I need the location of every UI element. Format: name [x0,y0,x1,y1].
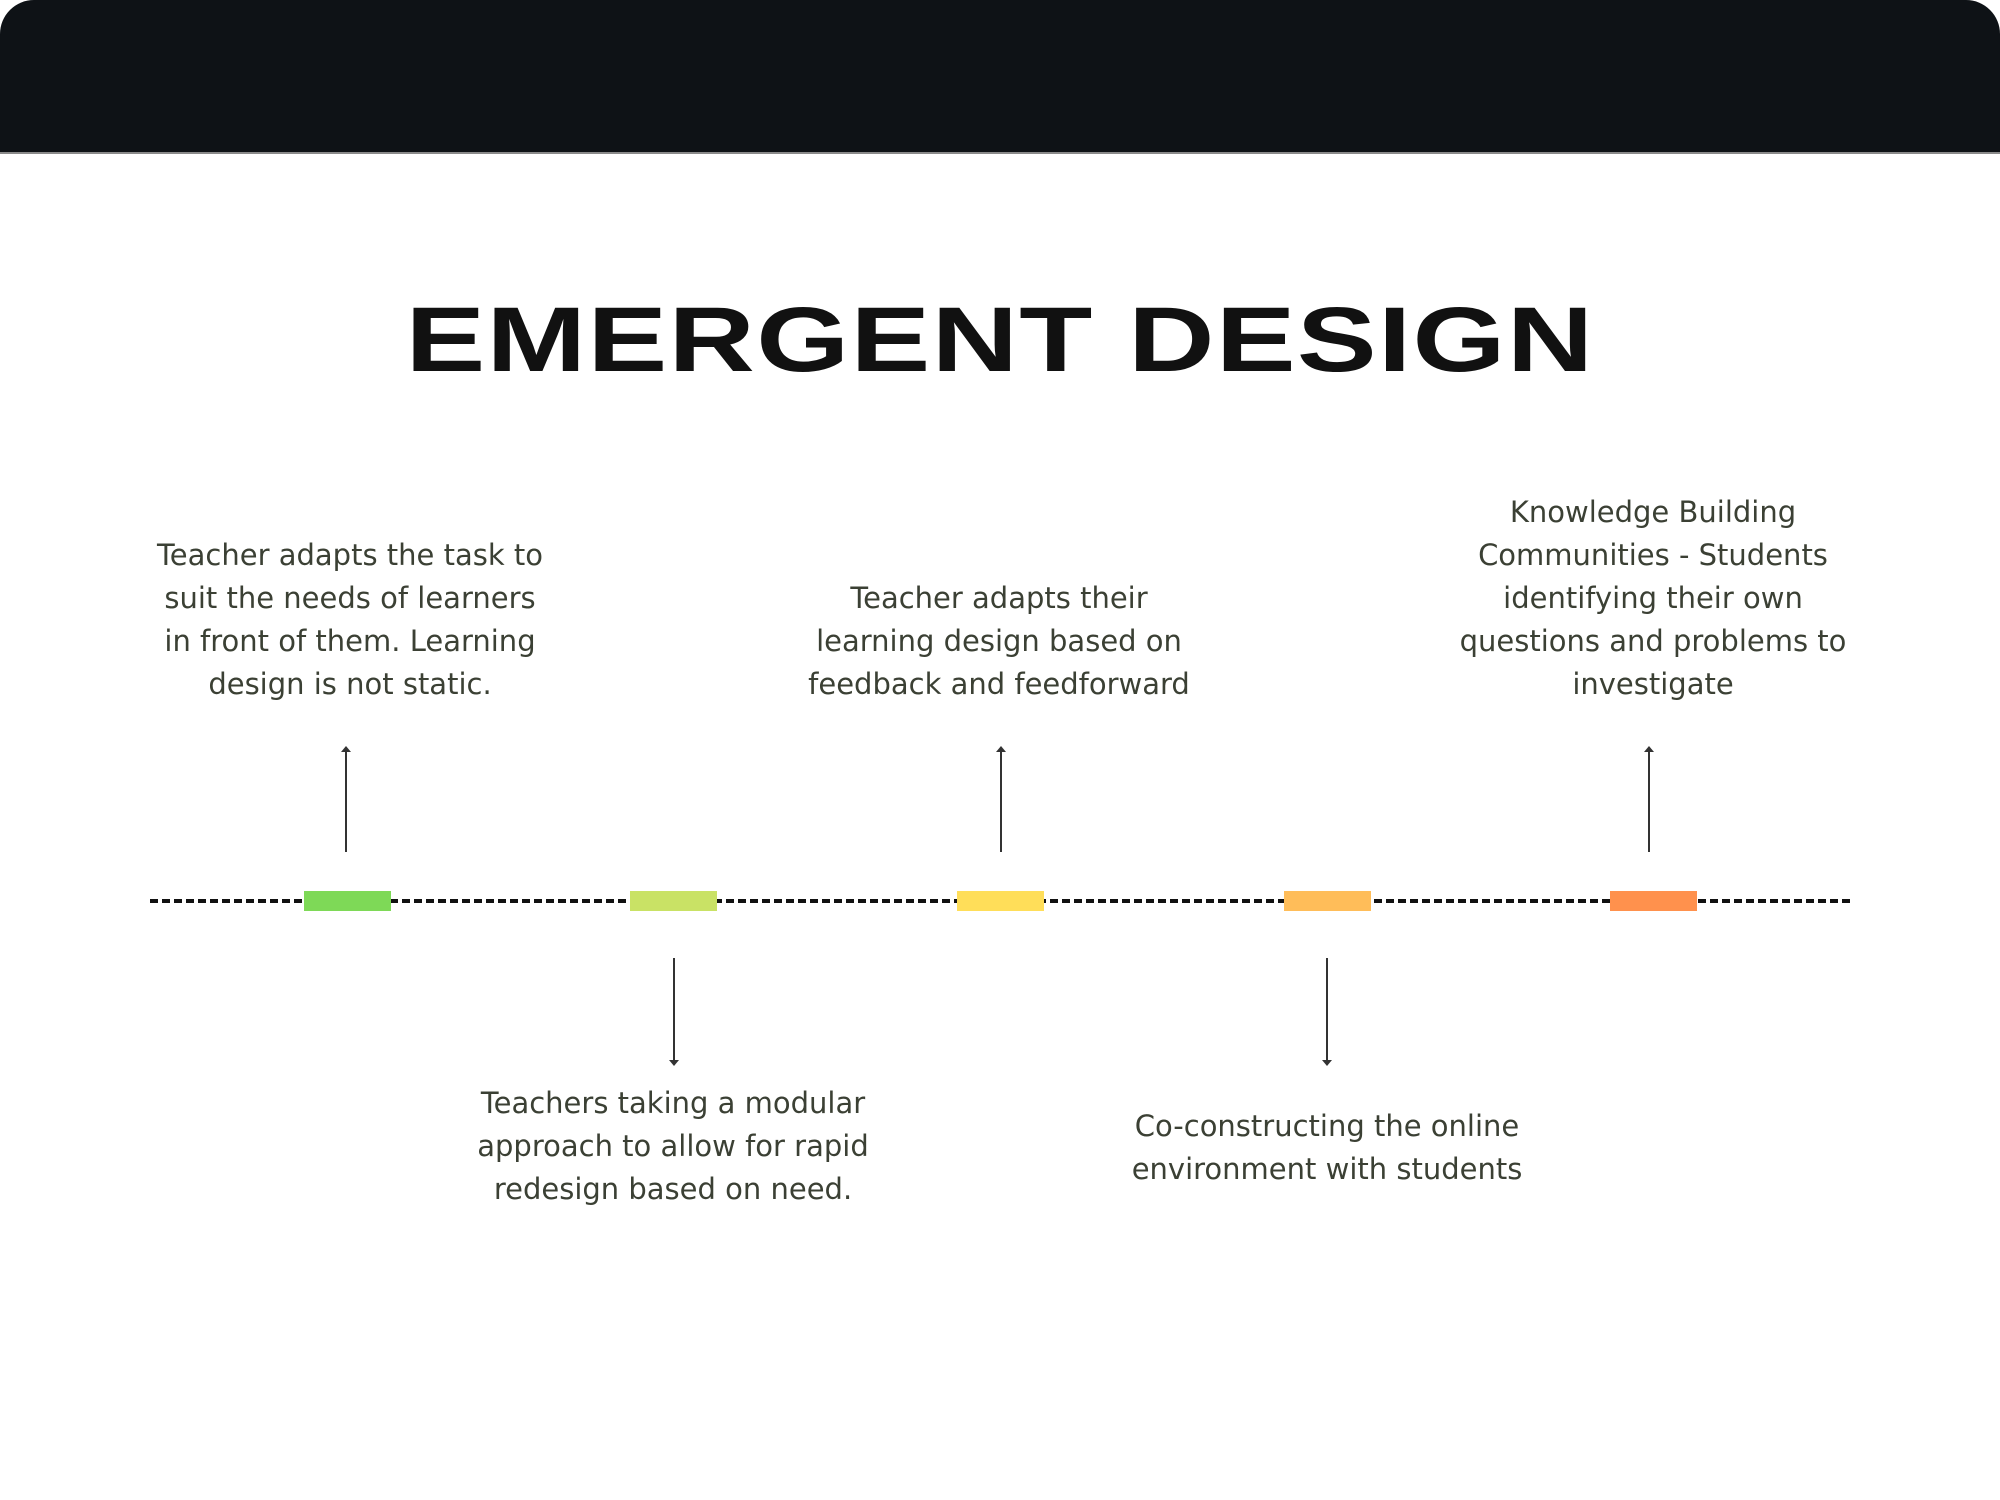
milestone-text-4: Co-constructing the online environment w… [1131,1109,1523,1186]
arrow-up-icon [996,746,1006,852]
milestone-text-3: Teacher adapts their learning design bas… [808,581,1190,701]
milestone-marker-5 [1610,891,1697,911]
arrow-up-icon [1644,746,1654,852]
page-title: EMERGENT DESIGN [405,289,1595,391]
arrow-down-icon [669,958,679,1066]
arrow-down-icon [1322,958,1332,1066]
milestone-marker-1 [304,891,391,911]
milestone-text-5: Knowledge Building Communities - Student… [1459,495,1847,701]
header-bar [0,0,2000,154]
arrow-up-icon [341,746,351,852]
milestone-text-1: Teacher adapts the task to suit the need… [157,538,543,701]
milestone-marker-2 [630,891,717,911]
milestone-text-2: Teachers taking a modular approach to al… [477,1086,869,1206]
milestone-marker-4 [1284,891,1371,911]
milestone-marker-3 [957,891,1044,911]
